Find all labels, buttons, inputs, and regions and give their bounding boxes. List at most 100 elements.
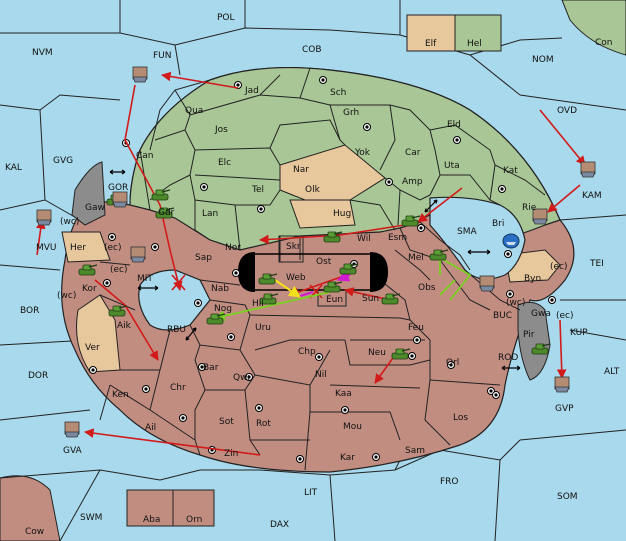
label-kal: KAL xyxy=(5,163,22,173)
label-sot: Sot xyxy=(219,417,234,427)
supply-center-icon xyxy=(142,385,150,393)
label-qua: Qua xyxy=(185,106,203,116)
label-gva: GVA xyxy=(63,446,83,456)
label-eld: Eld xyxy=(447,120,461,130)
label-web: Web xyxy=(286,273,306,283)
label-neu: Neu xyxy=(368,348,386,358)
supply-center-icon xyxy=(372,453,380,461)
label-tel: Tel xyxy=(251,185,264,195)
label-sun: Sun xyxy=(362,294,379,304)
label-ovd: OVD xyxy=(557,106,577,116)
label-ail: Ail xyxy=(145,423,156,433)
label-pir: Pir xyxy=(523,330,535,340)
label-kor: Kor xyxy=(82,284,97,294)
province-her[interactable] xyxy=(61,231,111,263)
label-sam: Sam xyxy=(405,446,425,456)
label-gwa: Gwa xyxy=(531,309,551,319)
label-feu: Feu xyxy=(408,323,424,333)
legend-box-bottom: Aba Orn xyxy=(126,489,215,527)
label-rie: Rie xyxy=(522,203,537,213)
label-amp: Amp xyxy=(402,177,423,187)
label-qwi: Qwi xyxy=(233,373,250,383)
label-ec1: (ec) xyxy=(104,243,122,253)
label-grh: Grh xyxy=(343,108,359,118)
sea-sma[interactable] xyxy=(429,196,526,280)
label-pol: POL xyxy=(217,13,235,23)
label-swm: SWM xyxy=(80,513,102,523)
label-bar: Bar xyxy=(203,363,219,373)
ship-icon[interactable] xyxy=(64,421,80,438)
province-gaw[interactable] xyxy=(71,161,106,226)
legend-hel-label: Hel xyxy=(467,39,482,49)
supply-center-icon xyxy=(506,290,514,298)
label-gaw: Gaw xyxy=(85,203,105,213)
label-lit: LIT xyxy=(304,488,318,498)
label-esm: Esm xyxy=(388,233,407,243)
label-nor: Nor xyxy=(225,243,241,253)
label-kat: Kat xyxy=(503,166,518,176)
label-obs: Obs xyxy=(418,283,436,293)
label-sma: SMA xyxy=(457,227,477,237)
fleet-bri[interactable] xyxy=(502,233,520,249)
legend-aba-label: Aba xyxy=(143,515,160,525)
legend-box-top: Elf Hel xyxy=(406,14,502,52)
label-sch: Sch xyxy=(330,88,346,98)
label-kar: Kar xyxy=(340,453,355,463)
label-mvu: MVU xyxy=(36,243,57,253)
label-ost: Ost xyxy=(316,257,332,267)
province-pir[interactable] xyxy=(517,301,551,381)
label-gvg: GVG xyxy=(53,156,73,166)
ship-icon[interactable] xyxy=(479,275,495,292)
ship-icon[interactable] xyxy=(130,246,146,263)
label-ec2: (ec) xyxy=(550,262,568,272)
supply-center-icon xyxy=(198,363,206,371)
label-aik: Aik xyxy=(117,321,132,331)
supply-center-icon xyxy=(408,352,416,360)
canal-right xyxy=(370,252,388,292)
label-bri: Bri xyxy=(492,219,504,229)
supply-center-icon xyxy=(200,183,208,191)
supply-center-icon xyxy=(385,178,393,186)
label-byn: Byn xyxy=(524,274,541,284)
supply-center-icon xyxy=(89,366,97,374)
ship-icon[interactable] xyxy=(132,66,148,83)
supply-center-icon xyxy=(179,414,187,422)
supply-center-icon xyxy=(487,387,495,395)
legend-orn-label: Orn xyxy=(186,515,202,525)
label-kup: KUP xyxy=(570,328,588,338)
label-ec3: (ec) xyxy=(110,265,128,275)
supply-center-icon xyxy=(296,455,304,463)
label-nog: Nog xyxy=(214,304,232,314)
label-nom: NOM xyxy=(532,55,554,65)
supply-center-icon xyxy=(453,136,461,144)
supply-centers xyxy=(89,76,556,463)
label-wc2: (wc) xyxy=(57,291,76,301)
ship-icon[interactable] xyxy=(580,161,596,178)
supply-center-icon xyxy=(319,76,327,84)
supply-center-icon xyxy=(234,81,242,89)
ship-icon[interactable] xyxy=(112,191,128,208)
province-skr-box xyxy=(278,235,304,263)
label-chp: Chp xyxy=(298,347,316,357)
label-alt: ALT xyxy=(604,367,620,377)
label-los: Los xyxy=(453,413,468,423)
sea-rbu[interactable] xyxy=(138,269,211,331)
province-hug[interactable] xyxy=(289,199,356,229)
label-jad: Jad xyxy=(244,86,259,96)
ship-icon[interactable] xyxy=(554,376,570,393)
ship-icon[interactable] xyxy=(36,209,52,226)
label-wc3: (wc) xyxy=(506,298,525,308)
label-rbu: RBU xyxy=(167,325,186,335)
canal-left xyxy=(238,252,255,292)
label-kam: KAM xyxy=(582,191,602,201)
label-hug: Hug xyxy=(333,209,351,219)
label-cob: COB xyxy=(302,45,322,55)
province-cow[interactable] xyxy=(0,475,61,541)
supply-center-icon xyxy=(108,233,116,241)
supply-center-icon xyxy=(492,391,500,399)
label-can: Can xyxy=(136,151,154,161)
label-uru: Uru xyxy=(255,323,271,333)
supply-center-icon xyxy=(447,361,455,369)
